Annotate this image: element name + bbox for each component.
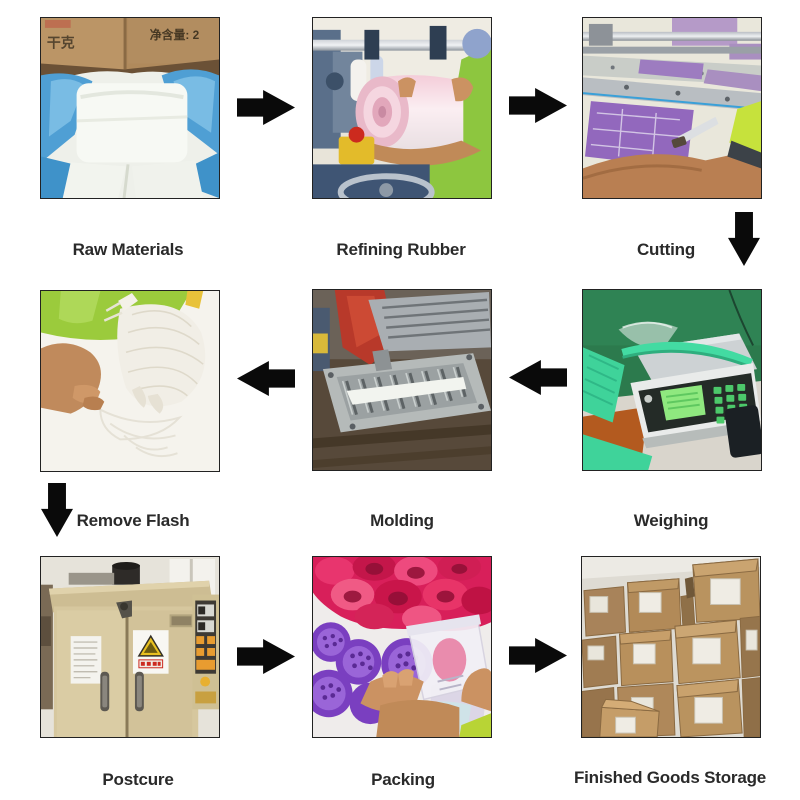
box-print-left: 干克 xyxy=(47,35,75,51)
arrow-right-icon xyxy=(509,88,567,123)
photo-weighing xyxy=(582,289,762,471)
arrow-down-icon xyxy=(41,483,73,537)
arrow-down-icon xyxy=(728,212,760,266)
arrow-right-icon xyxy=(237,90,295,125)
arrow-left-icon xyxy=(237,361,295,396)
step-label-finished-goods-storage: Finished Goods Storage xyxy=(573,768,767,787)
step-label-packing: Packing xyxy=(371,770,435,789)
photo-remove-flash xyxy=(40,290,220,472)
step-label-refining-rubber: Refining Rubber xyxy=(336,240,466,259)
step-label-weighing: Weighing xyxy=(633,511,709,530)
arrow-left-icon xyxy=(509,360,567,395)
photo-refining-rubber xyxy=(312,17,492,199)
photo-finished-goods-storage xyxy=(581,556,761,738)
photo-cutting xyxy=(582,17,762,199)
step-label-cutting: Cutting xyxy=(636,240,696,259)
photo-molding xyxy=(312,289,492,471)
photo-raw-materials: 干克 净含量: 2 xyxy=(40,17,220,199)
step-label-raw-materials: Raw Materials xyxy=(72,240,184,259)
photo-postcure xyxy=(40,556,220,738)
photo-packing xyxy=(312,556,492,738)
step-label-postcure: Postcure xyxy=(102,770,174,789)
step-label-molding: Molding xyxy=(370,511,434,530)
arrow-right-icon xyxy=(509,638,567,673)
box-print-right: 净含量: 2 xyxy=(150,28,200,42)
arrow-right-icon xyxy=(237,639,295,674)
step-label-remove-flash: Remove Flash xyxy=(76,511,190,530)
